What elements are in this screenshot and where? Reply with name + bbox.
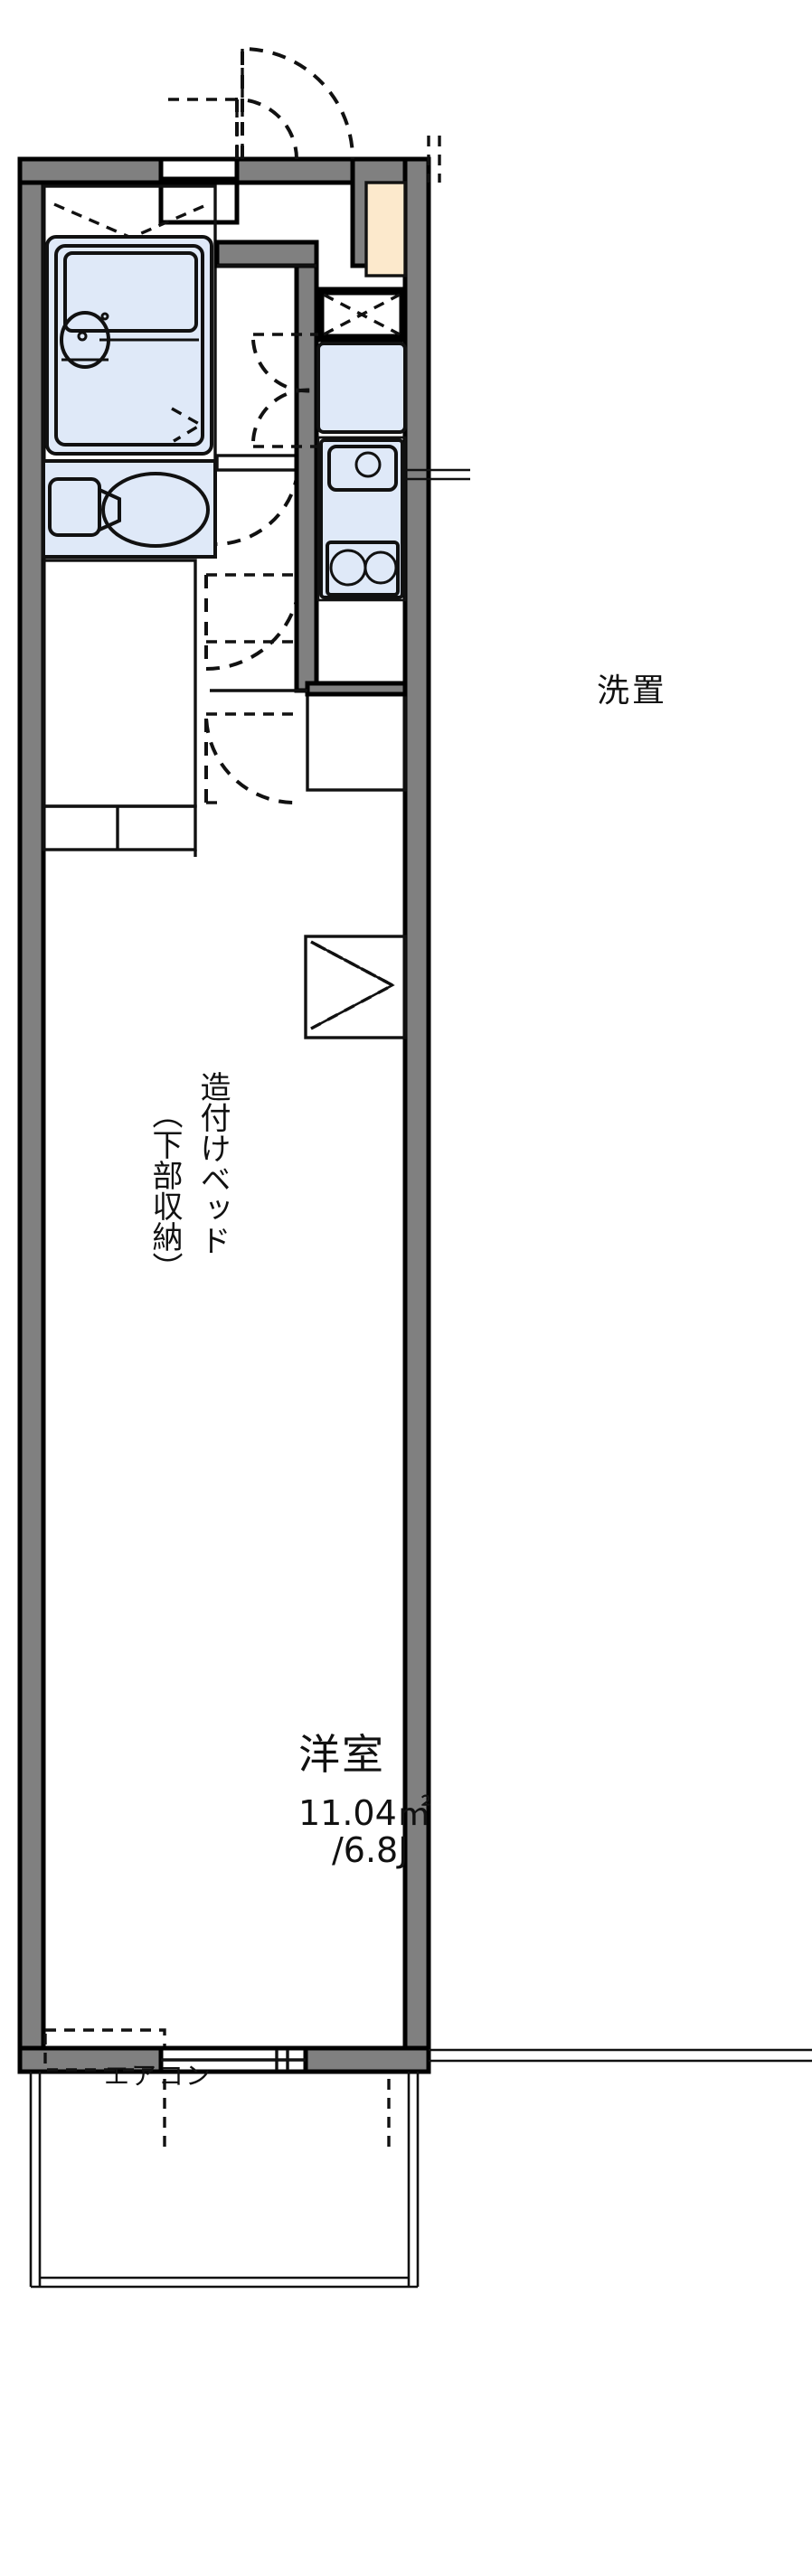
- closet-header: [305, 681, 408, 697]
- room-storage-arrow: [310, 940, 395, 1030]
- partition-corridor-top: [214, 240, 319, 268]
- entrance-door-frame: [158, 176, 240, 225]
- bathtub-basin: [63, 251, 198, 333]
- genkan-floor: [364, 181, 407, 277]
- bathtub-rim: [54, 244, 204, 447]
- kitchen-sink: [327, 445, 398, 492]
- room-tatami-label: /6.8J: [332, 1830, 409, 1870]
- stove-burner-right: [364, 550, 398, 585]
- builtin-bed-label-line2: （下部収納）: [146, 1098, 183, 1283]
- bath-faucet-knob: [77, 331, 88, 342]
- entrance-door-swing: [235, 97, 298, 160]
- entrance-door-panel: [158, 156, 240, 182]
- room-area-label: 11.04㎡: [298, 1793, 431, 1833]
- builtin-bed-lower-left: [42, 804, 197, 851]
- page-title: 洋室: [298, 1730, 385, 1779]
- kitchen-sink-drain: [354, 451, 382, 478]
- washer-space-label: 洗置: [597, 672, 668, 710]
- bathtub-drain: [100, 312, 109, 321]
- toilet-door-panel: [215, 454, 306, 472]
- stove-top: [326, 541, 400, 597]
- entrance-door-leaf: [168, 98, 239, 159]
- builtin-bed-outline: [42, 559, 197, 808]
- toilet-bowl: [101, 472, 210, 548]
- builtin-bed-label-line1: 造付けベッド: [194, 1071, 231, 1255]
- room-storage-outline: [304, 935, 407, 1039]
- partition-corridor: [294, 263, 319, 693]
- closet-outline: [306, 687, 407, 792]
- toilet-tank: [48, 477, 101, 537]
- bed-door-swing-lower: [204, 713, 296, 804]
- wall-left: [17, 156, 46, 2074]
- kitchen-door-swing-b: [251, 388, 316, 442]
- genkan-door-swing: [241, 46, 354, 160]
- shoe-cabinet-x2: [323, 293, 401, 336]
- bed-door-swing-upper: [204, 574, 302, 672]
- air-conditioner-label: エアコン: [104, 2061, 213, 2091]
- washer-space-box: [316, 342, 407, 434]
- toilet-door-swing: [214, 459, 301, 546]
